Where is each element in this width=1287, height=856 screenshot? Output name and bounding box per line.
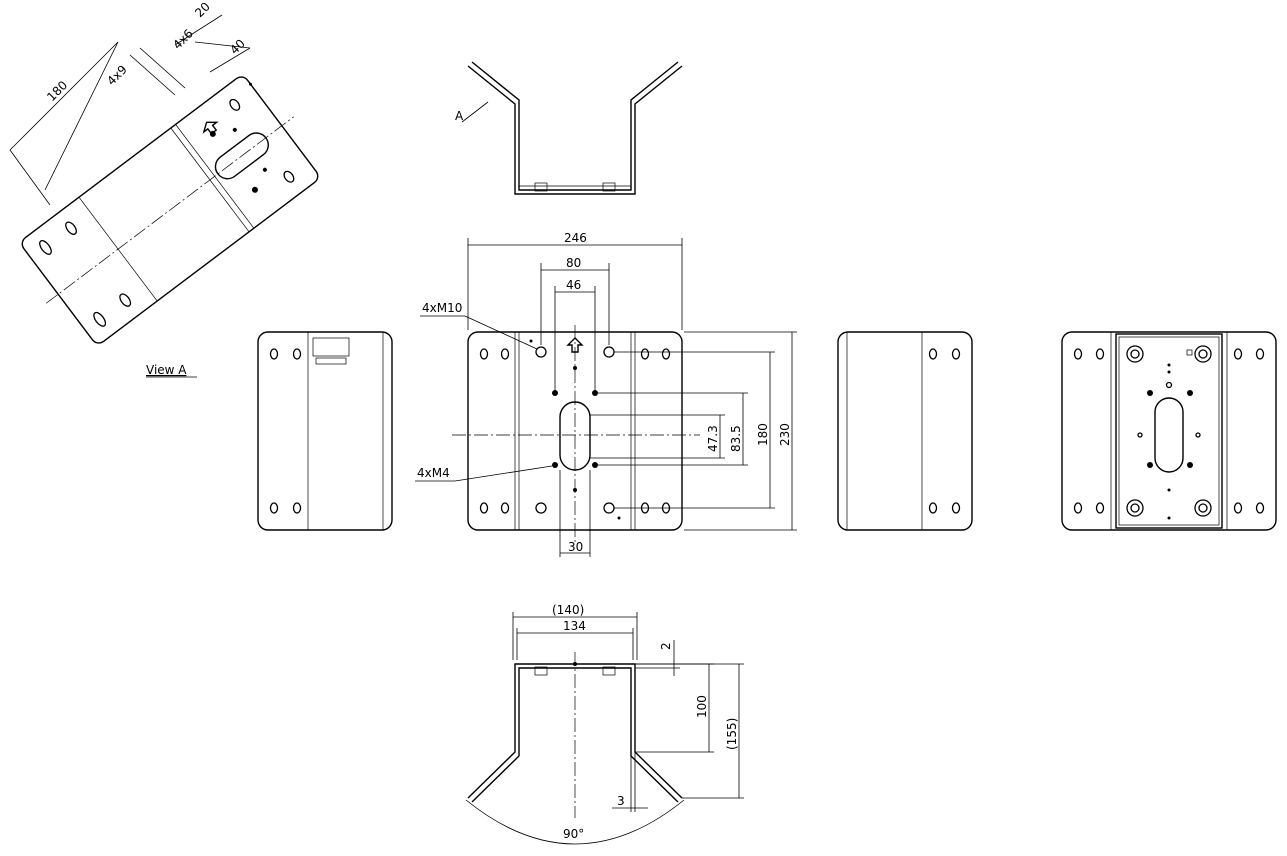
dim-2: 2 — [659, 642, 673, 650]
dim-80: 80 — [566, 256, 581, 270]
view-a-dim-180: 180 — [44, 78, 70, 104]
view-a-marker: A — [455, 109, 464, 123]
dim-83-5: 83.5 — [729, 425, 743, 452]
dim-46: 46 — [566, 278, 581, 292]
callout-4xm10: 4xM10 — [422, 301, 462, 315]
dim-246: 246 — [564, 231, 587, 245]
dim-90-deg: 90° — [563, 827, 584, 841]
view-a-dim-40: 40 — [227, 36, 248, 57]
callout-4xm4: 4xM4 — [417, 466, 450, 480]
bottom-view: (140) 134 2 100 (155) 3 90° — [465, 603, 744, 845]
top-view: A — [455, 61, 683, 195]
dim-134: 134 — [563, 619, 586, 633]
dim-230: 230 — [778, 423, 792, 446]
right-side-view — [837, 331, 973, 531]
dim-100: 100 — [695, 695, 709, 718]
front-view: 246 80 46 30 47.3 83.5 180 230 4 — [415, 231, 797, 557]
dim-155: (155) — [725, 718, 739, 750]
view-a-dim-20: 20 — [192, 0, 213, 20]
view-a-label: View A — [146, 363, 187, 377]
dim-180: 180 — [756, 423, 770, 446]
dim-140: (140) — [552, 603, 584, 617]
dim-47-3: 47.3 — [706, 425, 720, 452]
dim-3: 3 — [617, 794, 625, 808]
dim-30: 30 — [568, 540, 583, 554]
left-side-view — [257, 331, 393, 531]
view-a-dim-4x6: 4x6 — [170, 26, 196, 52]
view-a-dim-4x9: 4x9 — [104, 62, 130, 88]
view-a: 180 4x9 4x6 20 40 View A — [9, 0, 319, 378]
rear-view — [1061, 331, 1277, 531]
